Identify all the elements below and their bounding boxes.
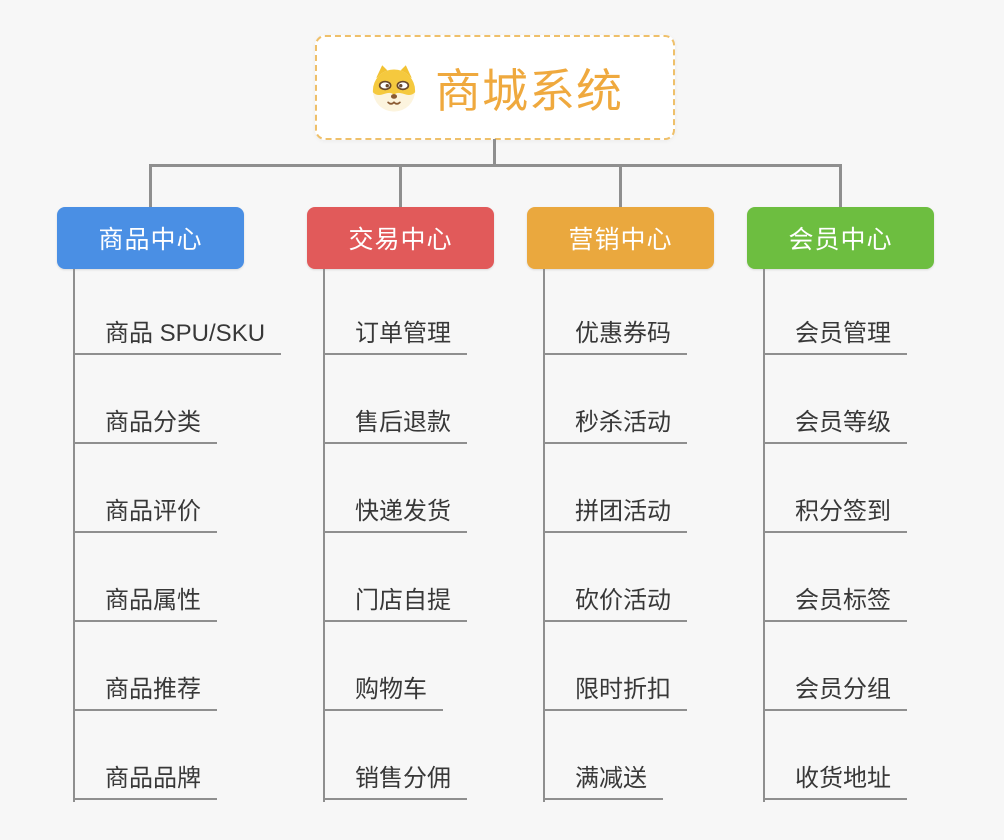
branch-header[interactable]: 商品中心 xyxy=(57,207,244,269)
branch-header[interactable]: 交易中心 xyxy=(307,207,494,269)
branch-column: 会员中心会员管理会员等级积分签到会员标签会员分组收货地址 xyxy=(747,207,997,807)
branch-column: 交易中心订单管理售后退款快递发货门店自提购物车销售分佣 xyxy=(307,207,557,807)
branch-column: 商品中心商品 SPU/SKU 商品分类商品评价商品属性商品推荐商品品牌 xyxy=(57,207,307,807)
branch-item[interactable]: 砍价活动 xyxy=(543,583,687,622)
branch-item[interactable]: 购物车 xyxy=(323,672,443,711)
connector-drop xyxy=(399,164,402,208)
branch-item[interactable]: 商品 SPU/SKU xyxy=(73,316,282,355)
connector-drop xyxy=(149,164,152,208)
connector-drop xyxy=(619,164,622,208)
branch-trunk xyxy=(763,269,765,802)
branch-item[interactable]: 门店自提 xyxy=(323,583,467,622)
branch-item[interactable]: 收货地址 xyxy=(763,761,907,800)
branch-item[interactable]: 商品品牌 xyxy=(73,761,217,800)
connector-drop xyxy=(839,164,842,208)
branch-item[interactable]: 会员标签 xyxy=(763,583,907,622)
branch-item[interactable]: 拼团活动 xyxy=(543,494,687,533)
connector-root-trunk xyxy=(493,139,496,165)
branch-item[interactable]: 满减送 xyxy=(543,761,663,800)
branch-item[interactable]: 订单管理 xyxy=(323,316,467,355)
branch-trunk xyxy=(323,269,325,802)
branch-item[interactable]: 限时折扣 xyxy=(543,672,687,711)
branch-item[interactable]: 会员分组 xyxy=(763,672,907,711)
branch-item[interactable]: 积分签到 xyxy=(763,494,907,533)
connector-bus xyxy=(149,164,842,167)
branch-item[interactable]: 秒杀活动 xyxy=(543,405,687,444)
branch-item[interactable]: 商品推荐 xyxy=(73,672,217,711)
branch-item[interactable]: 售后退款 xyxy=(323,405,467,444)
branch-item[interactable]: 商品分类 xyxy=(73,405,217,444)
branch-column: 营销中心优惠券码秒杀活动拼团活动砍价活动限时折扣满减送 xyxy=(527,207,777,807)
branch-item[interactable]: 会员管理 xyxy=(763,316,907,355)
branch-item[interactable]: 商品评价 xyxy=(73,494,217,533)
branch-item[interactable]: 优惠券码 xyxy=(543,316,687,355)
branch-trunk xyxy=(73,269,75,802)
root-node[interactable]: 商城系统 xyxy=(315,35,675,140)
branch-header[interactable]: 会员中心 xyxy=(747,207,934,269)
branch-item[interactable]: 快递发货 xyxy=(323,494,467,533)
dog-face-icon xyxy=(372,64,416,112)
branch-item[interactable]: 商品属性 xyxy=(73,583,217,622)
branch-item[interactable]: 销售分佣 xyxy=(323,761,467,800)
branch-header[interactable]: 营销中心 xyxy=(527,207,714,269)
root-title: 商城系统 xyxy=(435,64,623,117)
branch-item[interactable]: 会员等级 xyxy=(763,405,907,444)
branch-trunk xyxy=(543,269,545,802)
